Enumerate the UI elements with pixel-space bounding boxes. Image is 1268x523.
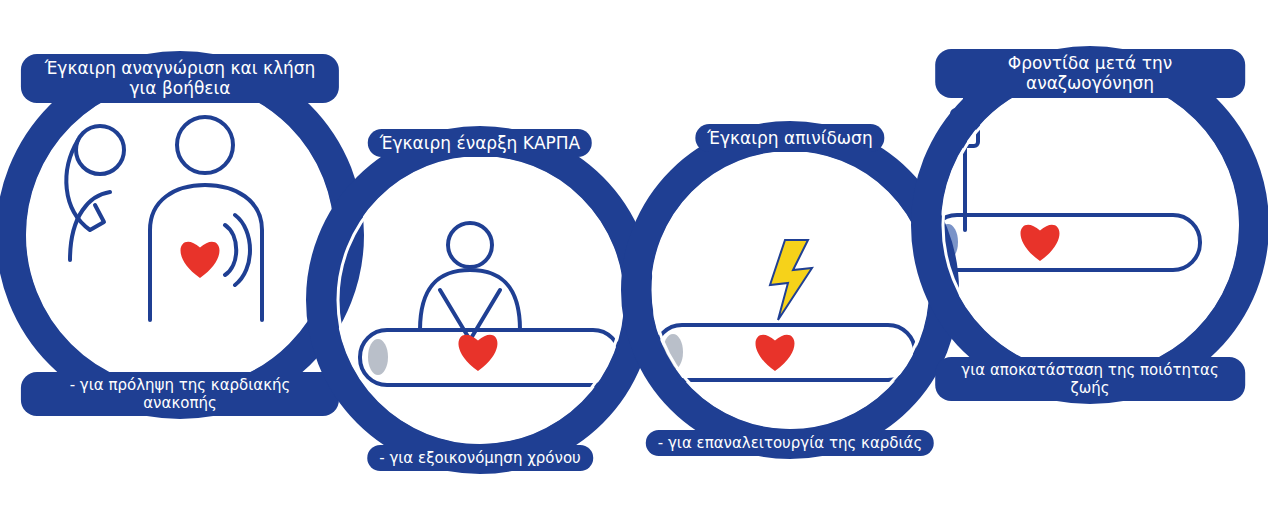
link-ring [11, 66, 349, 404]
link-outline [910, 45, 1268, 405]
link-outline [0, 50, 365, 420]
heart [756, 335, 795, 371]
link-outline [305, 125, 655, 475]
link-heading: Έγκαιρη αναγνώριση και κλήση για βοήθεια [21, 54, 339, 103]
link-outline [620, 120, 960, 460]
link-subtitle: για αποκατάσταση της ποιότητας ζωής [935, 357, 1245, 401]
chain-link: Φροντίδα μετά την αναζωογόνηση για αποκατ… [910, 45, 1268, 405]
patient-body [150, 185, 262, 320]
patient-head [177, 117, 233, 173]
phone-handset [66, 140, 104, 230]
link-heading: Έγκαιρη απινίδωση [695, 124, 884, 152]
pain-waves [225, 215, 250, 285]
link-subtitle: - για επαναλειτουργία της καρδιάς [646, 430, 934, 456]
heart [181, 242, 220, 278]
link-ring [926, 61, 1254, 389]
link-inner-rim [28, 83, 332, 387]
heart [1021, 225, 1060, 261]
link-inner-rim [943, 78, 1237, 372]
link-heading: Έγκαιρη έναρξη ΚΑΡΠΑ [368, 129, 592, 157]
lying-patient [360, 330, 620, 385]
link-subtitle: - για εξοικονόμηση χρόνου [367, 445, 593, 471]
link-ring [636, 136, 944, 444]
caller-head [76, 126, 124, 174]
chain-link: Έγκαιρη αναγνώριση και κλήση για βοήθεια… [0, 50, 365, 420]
lightning-bolt [770, 240, 812, 320]
link-inner-rim [338, 158, 622, 442]
heart [459, 335, 498, 371]
chain-link: Έγκαιρη έναρξη ΚΑΡΠΑ - για εξοικονόμηση χ… [305, 125, 655, 475]
caller-body [70, 192, 110, 260]
link-inner-rim [653, 153, 927, 427]
patient-head [368, 339, 388, 375]
link-subtitle: - για πρόληψη της καρδιακής ανακοπής [21, 372, 339, 416]
chain-link: Έγκαιρη απινίδωση - για επαναλειτουργία τ… [620, 120, 960, 460]
lying-patient [930, 215, 1200, 270]
link-ring [321, 141, 639, 459]
link-heading: Φροντίδα μετά την αναζωογόνηση [935, 49, 1245, 98]
rescuer-head [448, 223, 492, 267]
lying-patient [655, 325, 915, 380]
